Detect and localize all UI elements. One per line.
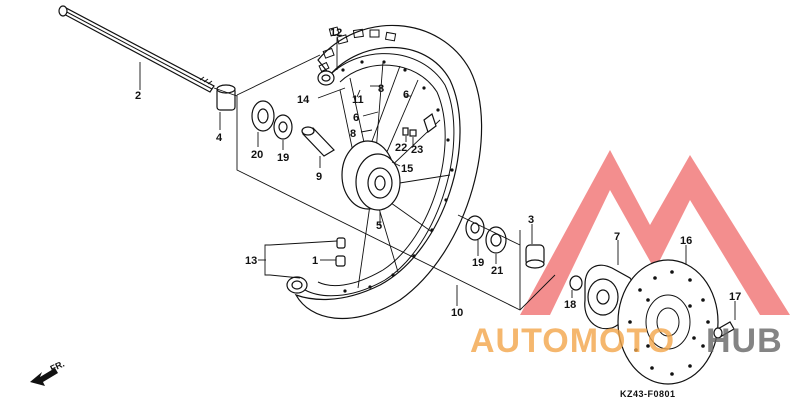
part-label-6-left: 6 [353, 112, 359, 124]
part-label-7: 7 [614, 231, 620, 243]
part-label-4: 4 [216, 132, 223, 144]
part-label-17: 17 [729, 291, 741, 303]
part-label-15: 15 [401, 163, 413, 175]
part-label-23: 23 [411, 144, 423, 156]
part-label-1: 1 [312, 255, 318, 267]
valve-cap [335, 237, 346, 267]
part-label-5: 5 [376, 220, 382, 232]
wheel-hub [341, 140, 401, 211]
front-direction-arrow-icon [30, 368, 58, 386]
part-label-11: 11 [352, 94, 364, 106]
part-label-19-right: 19 [472, 257, 484, 269]
watermark-text-a: AUTOMOTO [470, 322, 675, 360]
disc-bolt [713, 321, 735, 339]
tire-and-rim [286, 24, 483, 320]
part-label-8-upper: 8 [378, 83, 384, 95]
part-label-6-right: 6 [403, 89, 409, 101]
dust-seal [251, 100, 275, 132]
part-label-21: 21 [491, 265, 503, 277]
part-label-8-lower: 8 [350, 128, 356, 140]
side-collar [525, 244, 545, 269]
dust-seal-right [485, 226, 507, 254]
part-label-12: 12 [330, 27, 342, 39]
assembly-guide-lines [139, 38, 736, 320]
part-label-13: 13 [245, 255, 257, 267]
rim-band [423, 113, 437, 133]
part-label-14: 14 [297, 94, 310, 106]
front-direction-label: FR. [49, 359, 66, 374]
bearing-left [273, 114, 293, 140]
part-label-18: 18 [564, 299, 576, 311]
watermark-text-b: HUB [706, 322, 783, 360]
part-label-2: 2 [135, 90, 141, 102]
part-label-20: 20 [251, 149, 263, 161]
brake-disc [617, 259, 719, 385]
part-label-10: 10 [451, 307, 463, 319]
part-label-3: 3 [528, 214, 534, 226]
diagram-code: KZ43-F0801 [620, 389, 676, 399]
spoke-nipple [402, 127, 417, 137]
bearing-right [465, 215, 485, 241]
watermark-wordmark: AUTOMOTO HUB [470, 322, 783, 360]
collar [216, 84, 236, 111]
axle-shaft [58, 5, 215, 93]
part-number-labels: 2 4 20 19 9 12 14 11 8 6 6 8 22 23 15 5 … [135, 27, 741, 319]
distance-collar [301, 126, 335, 157]
part-label-16: 16 [680, 235, 692, 247]
part-label-19: 19 [277, 152, 289, 164]
bolt [569, 275, 583, 291]
part-label-22: 22 [395, 142, 407, 154]
part-label-9: 9 [316, 171, 322, 183]
